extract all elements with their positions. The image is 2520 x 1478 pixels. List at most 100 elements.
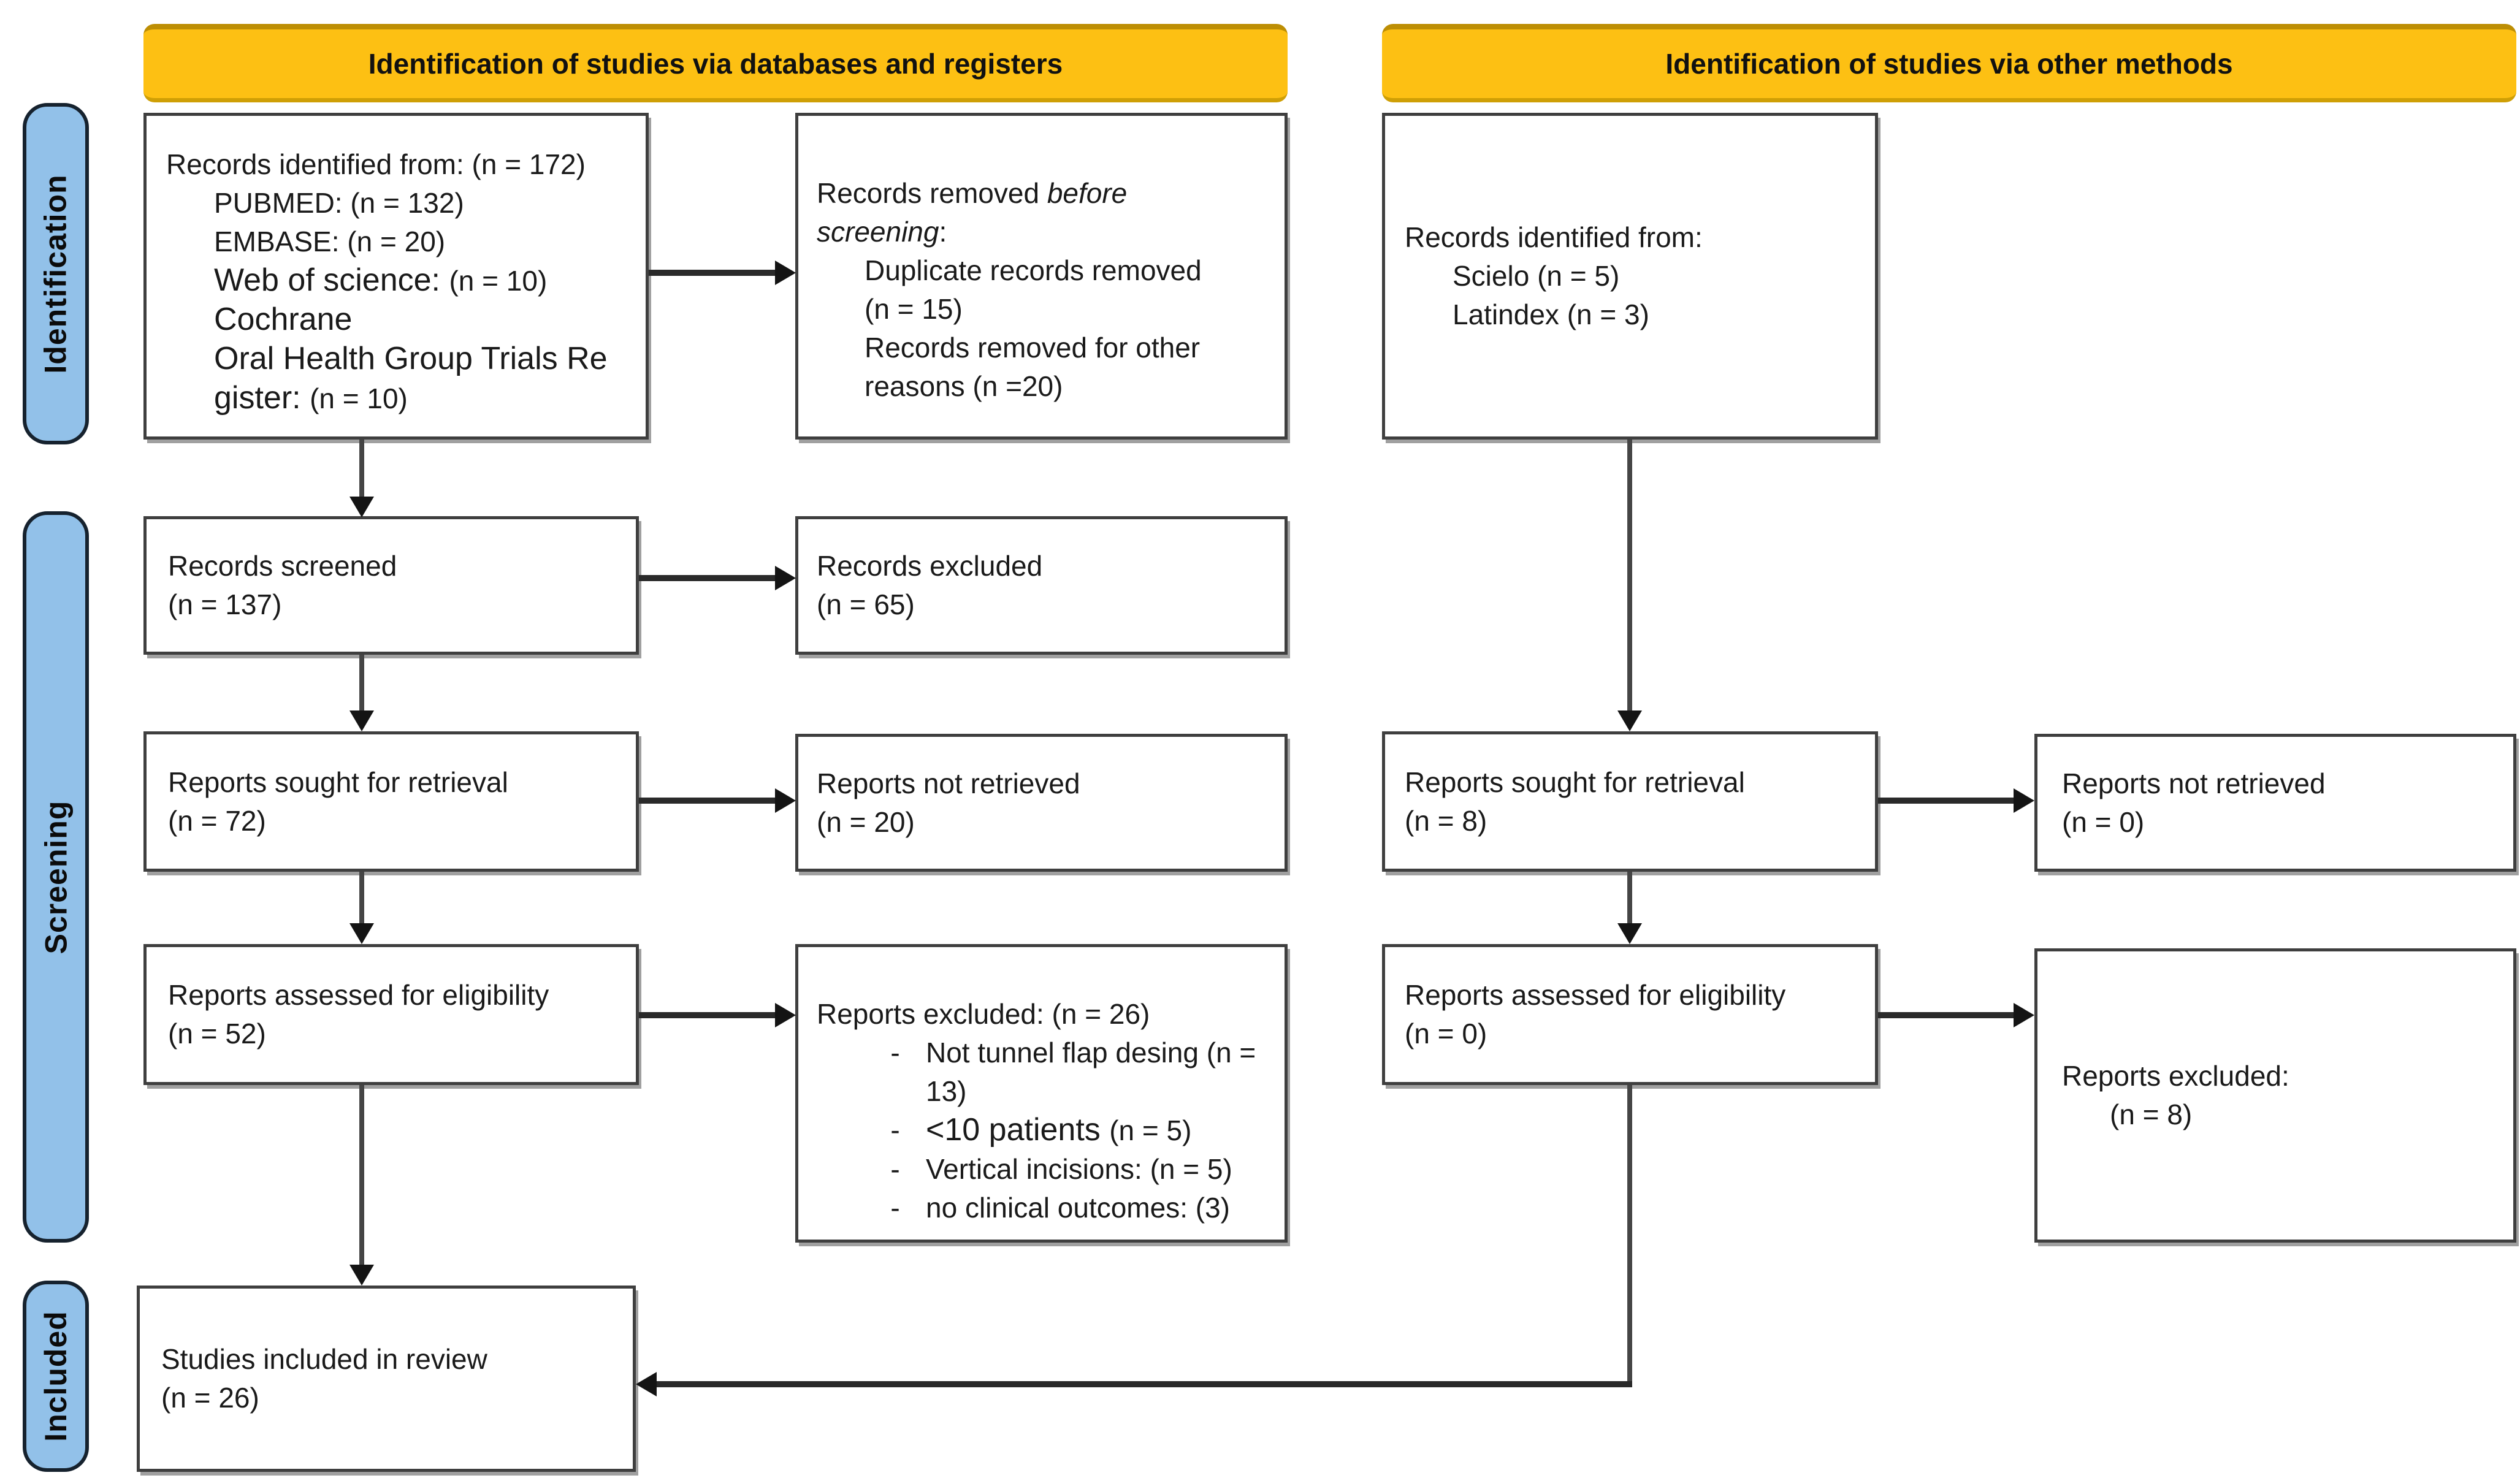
text-segment: (n = 52): [168, 1018, 266, 1049]
stage-screening-label: Screening: [39, 800, 73, 954]
text-line: (n = 8): [1405, 802, 1863, 840]
text-line: Reports assessed for eligibility: [168, 976, 624, 1015]
text-line: Records removed before: [817, 174, 1272, 213]
bullet-dash: -: [890, 1037, 900, 1069]
text-line: Reports sought for retrieval: [168, 763, 624, 802]
text-segment: Records identified from:: [1405, 221, 1703, 253]
text-line: (n = 20): [817, 803, 1272, 842]
stage-included: Included: [23, 1281, 89, 1472]
text-segment: gister:: [214, 380, 310, 416]
text-line: Records screened: [168, 547, 624, 585]
text-line: Reports assessed for eligibility: [1405, 976, 1863, 1015]
box-reports-assessed-other: Reports assessed for eligibility (n = 0): [1382, 944, 1878, 1085]
text-segment: :: [939, 216, 947, 248]
text-line: Reports not retrieved: [817, 764, 1272, 803]
text-segment: (n = 72): [168, 804, 266, 837]
text-line: Studies included in review: [161, 1340, 620, 1379]
banner-other-label: Identification of studies via other meth…: [1665, 48, 2233, 80]
text-line: reasons (n =20): [865, 367, 1272, 406]
text-segment: before: [1047, 177, 1128, 209]
box-records-identified-other: Records identified from: Scielo (n = 5) La…: [1382, 113, 1878, 440]
box-reports-assessed-databases: Reports assessed for eligibility(n = 52): [143, 944, 639, 1085]
text-segment: (n = 5): [1109, 1114, 1192, 1146]
text-line: Records identified from: (n = 172): [166, 145, 633, 184]
text-line: (n = 137): [168, 585, 624, 624]
box-reports-sought-other: Reports sought for retrieval (n = 8): [1382, 731, 1878, 872]
text-line: (n = 8): [2110, 1095, 2501, 1134]
text-segment: (n = 10): [449, 265, 548, 297]
text-segment: Reports not retrieved: [2062, 767, 2326, 799]
stage-identification: Identification: [23, 103, 89, 444]
text-segment: Records removed: [817, 177, 1047, 209]
banner-databases-registers: Identification of studies via databases …: [143, 24, 1288, 102]
text-segment: <10 patients: [926, 1112, 1110, 1148]
text-segment: (n = 0): [2062, 806, 2145, 838]
text-segment: Records removed for other: [865, 332, 1201, 364]
text-line: (n = 72): [168, 802, 624, 840]
text-segment: Records identified from: (n = 172): [166, 148, 586, 180]
text-segment: Reports sought for retrieval: [1405, 766, 1745, 798]
box-reports-not-retrieved-databases: Reports not retrieved (n = 20): [795, 734, 1288, 872]
text-line: (n = 26): [161, 1379, 620, 1417]
text-segment: Latindex (n = 3): [1453, 299, 1649, 330]
bullet-text: Not tunnel flap desing (n = 13): [926, 1034, 1272, 1111]
text-line: Records removed for other: [865, 329, 1272, 367]
text-segment: Reports assessed for eligibility: [1405, 979, 1786, 1011]
text-segment: (n = 137): [168, 589, 282, 620]
text-segment: Records excluded: [817, 550, 1043, 582]
text-line: Reports excluded:: [2062, 1057, 2501, 1095]
text-line: (n = 0): [1405, 1015, 1863, 1053]
banner-databases-label: Identification of studies via databases …: [368, 48, 1063, 80]
bullet-line: -Not tunnel flap desing (n = 13): [865, 1034, 1272, 1111]
text-line: Web of science: (n = 10): [214, 261, 633, 300]
text-segment: (n = 8): [1405, 804, 1487, 837]
bullet-line: -no clinical outcomes: (3): [865, 1189, 1272, 1227]
text-segment: screening: [817, 216, 939, 248]
text-segment: (n = 10): [310, 383, 408, 414]
text-segment: Cochrane: [214, 302, 353, 337]
box-records-identified-databases: Records identified from: (n = 172) PUBMED…: [143, 113, 649, 440]
text-segment: Duplicate records removed: [865, 254, 1202, 286]
text-line: gister: (n = 10): [214, 379, 633, 418]
bullet-line: -<10 patients (n = 5): [865, 1111, 1272, 1150]
text-segment: Records screened: [168, 550, 397, 582]
bullet-text: <10 patients (n = 5): [926, 1111, 1272, 1150]
text-segment: (n = 20): [817, 806, 915, 838]
text-segment: (n = 26): [161, 1382, 259, 1414]
text-line: Oral Health Group Trials Re: [214, 340, 633, 379]
bullet-line: -Vertical incisions: (n = 5): [865, 1150, 1272, 1189]
box-records-excluded: Records excluded(n = 65): [795, 516, 1288, 655]
bullet-dash: -: [890, 1192, 900, 1224]
bullet-text: Vertical incisions: (n = 5): [926, 1150, 1272, 1189]
box-reports-excluded-other: Reports excluded:(n = 8): [2034, 948, 2516, 1243]
text-segment: Web of science:: [214, 262, 449, 298]
text-segment: Scielo (n = 5): [1453, 260, 1620, 292]
text-line: screening:: [817, 213, 1272, 251]
text-segment: EMBASE: (n = 20): [214, 226, 446, 257]
text-line: Cochrane: [214, 300, 633, 340]
text-line: Latindex (n = 3): [1453, 295, 1863, 334]
box-studies-included: Studies included in review (n = 26): [137, 1286, 636, 1472]
text-line: (n = 0): [2062, 803, 2501, 842]
text-line: (n = 52): [168, 1015, 624, 1053]
text-segment: Reports not retrieved: [817, 767, 1080, 799]
banner-other-methods: Identification of studies via other meth…: [1382, 24, 2516, 102]
bullet-dash: -: [890, 1114, 900, 1146]
stage-screening: Screening: [23, 511, 89, 1243]
text-segment: Studies included in review: [161, 1343, 487, 1375]
text-line: (n = 65): [817, 585, 1272, 624]
stage-identification-label: Identification: [39, 173, 74, 374]
text-segment: Reports excluded:: [2062, 1060, 2289, 1092]
text-segment: reasons (n =20): [865, 370, 1063, 402]
text-line: Reports excluded: (n = 26): [817, 995, 1272, 1034]
text-line: PUBMED: (n = 132): [214, 184, 633, 223]
stage-included-label: Included: [39, 1311, 74, 1442]
text-line: EMBASE: (n = 20): [214, 223, 633, 261]
text-line: Reports sought for retrieval: [1405, 763, 1863, 802]
text-segment: Vertical incisions: (n = 5): [926, 1153, 1232, 1185]
text-line: Scielo (n = 5): [1453, 257, 1863, 295]
box-reports-excluded-databases: Reports excluded: (n = 26)-Not tunnel fl…: [795, 944, 1288, 1243]
text-line: Records identified from:: [1405, 218, 1863, 257]
box-records-screened: Records screened (n = 137): [143, 516, 639, 655]
